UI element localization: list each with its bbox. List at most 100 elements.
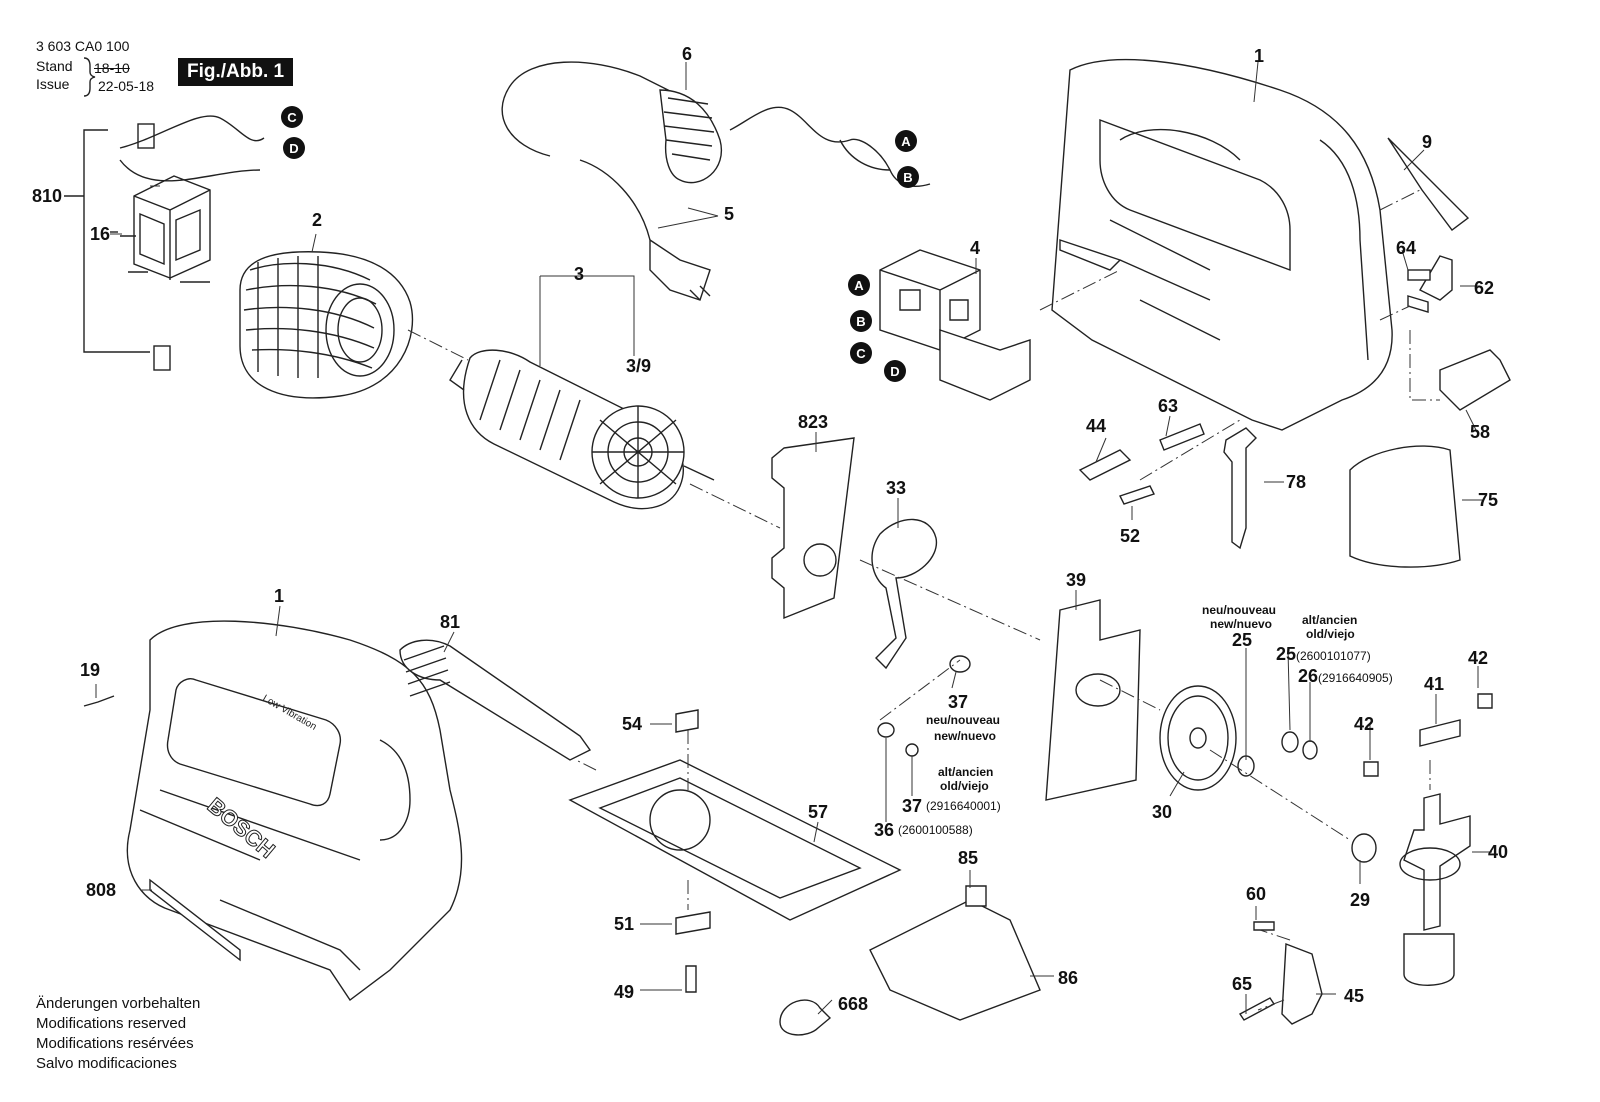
callout-62: 62 xyxy=(1474,278,1494,298)
footer-notes: Änderungen vorbehalten Modifications res… xyxy=(36,994,200,1074)
callout-36: 36 xyxy=(874,820,894,840)
callout-57: 57 xyxy=(808,802,828,822)
lever-part xyxy=(1407,255,1453,313)
cover-part xyxy=(1387,137,1470,231)
callout-3: 3 xyxy=(574,264,584,284)
part-callouts: 810 16 2 3 3/9 6 5 4 1 9 64 62 58 75 44 … xyxy=(32,44,1508,1014)
connector-d-switch: D xyxy=(884,360,906,382)
callout-41: 41 xyxy=(1424,674,1444,694)
assembly-axis-lines xyxy=(407,189,1440,1011)
svg-text:new/nuevo: new/nuevo xyxy=(1210,617,1272,631)
plunger xyxy=(399,639,592,761)
svg-text:old/viejo: old/viejo xyxy=(940,779,989,793)
callout-19: 19 xyxy=(80,660,100,680)
callout-58: 58 xyxy=(1470,422,1490,442)
callout-78: 78 xyxy=(1286,472,1306,492)
knob-part xyxy=(779,999,832,1036)
connector-labels: C D A B A B C D xyxy=(281,106,919,382)
callout-54: 54 xyxy=(622,714,642,734)
svg-text:D: D xyxy=(890,364,899,379)
callout-9: 9 xyxy=(1422,132,1432,152)
note-en: Modifications reserved xyxy=(36,1015,187,1032)
header-brace xyxy=(83,57,96,97)
power-cord xyxy=(501,61,931,301)
svg-text:neu/nouveau: neu/nouveau xyxy=(1202,603,1276,617)
svg-text:alt/ancien: alt/ancien xyxy=(1302,613,1357,627)
callout-26: 26 xyxy=(1298,666,1318,686)
stand-label: Stand xyxy=(36,58,73,74)
armature xyxy=(449,349,715,510)
callout-45: 45 xyxy=(1344,986,1364,1006)
figure-label: Fig./Abb. 1 xyxy=(178,58,294,86)
callout-1-bottom: 1 xyxy=(274,586,284,606)
svg-text:D: D xyxy=(289,141,298,156)
connector-d-top: D xyxy=(283,137,305,159)
callout-668: 668 xyxy=(838,994,868,1014)
callout-60: 60 xyxy=(1246,884,1266,904)
svg-text:(2916640001): (2916640001) xyxy=(926,799,1001,813)
screw-part xyxy=(685,965,697,993)
screw xyxy=(83,695,115,707)
part-number: 3 603 CA0 100 xyxy=(36,38,130,54)
connector-a-switch: A xyxy=(848,274,870,296)
base-plate xyxy=(568,759,902,921)
bracket-810 xyxy=(83,129,150,353)
connector-b-switch: B xyxy=(850,310,872,332)
svg-text:(2916640905): (2916640905) xyxy=(1318,671,1393,685)
callout-1-top: 1 xyxy=(1254,46,1264,66)
svg-text:B: B xyxy=(856,314,865,329)
callout-81: 81 xyxy=(440,612,460,632)
gear xyxy=(1159,685,1237,791)
washer-part xyxy=(675,709,699,733)
callout-65: 65 xyxy=(1232,974,1252,994)
clip-part xyxy=(1439,349,1511,411)
callout-810: 810 xyxy=(32,186,62,206)
svg-text:neu/nouveau: neu/nouveau xyxy=(926,713,1000,727)
svg-text:alt/ancien: alt/ancien xyxy=(938,765,993,779)
callout-37-old: 37 xyxy=(902,796,922,816)
callout-42-left: 42 xyxy=(1354,714,1374,734)
spring xyxy=(871,518,938,670)
strip xyxy=(149,878,241,962)
callout-2: 2 xyxy=(312,210,322,230)
callout-85: 85 xyxy=(958,848,978,868)
callout-4: 4 xyxy=(970,238,980,258)
variant-notes: neu/nouveau new/nuevo alt/ancien old/vie… xyxy=(898,603,1393,837)
guide-shoe xyxy=(869,899,1041,1021)
issue-date: 22-05-18 xyxy=(98,78,155,94)
callout-25-new: 25 xyxy=(1232,630,1252,650)
svg-text:A: A xyxy=(854,278,864,293)
small-parts-upper xyxy=(1078,423,1257,550)
connector-c-switch: C xyxy=(850,342,872,364)
callout-30: 30 xyxy=(1152,802,1172,822)
callout-16: 16 xyxy=(90,224,110,244)
stand-date: 18-10 xyxy=(94,60,130,76)
brush-holder xyxy=(110,115,265,371)
callout-42-right: 42 xyxy=(1468,648,1488,668)
callout-86: 86 xyxy=(1058,968,1078,988)
svg-text:C: C xyxy=(856,346,866,361)
svg-text:(2600101077): (2600101077) xyxy=(1296,649,1371,663)
lower-right-parts xyxy=(1238,921,1323,1025)
callout-808: 808 xyxy=(86,880,116,900)
callout-6: 6 xyxy=(682,44,692,64)
callout-3-9: 3/9 xyxy=(626,356,651,376)
callout-29: 29 xyxy=(1350,890,1370,910)
svg-text:A: A xyxy=(901,134,911,149)
stator xyxy=(239,251,414,399)
cap-part xyxy=(1349,445,1461,568)
svg-text:(2600100588): (2600100588) xyxy=(898,823,973,837)
callout-52: 52 xyxy=(1120,526,1140,546)
guide-plate xyxy=(1045,599,1141,801)
connector-b-cord: B xyxy=(897,166,919,188)
leader-lines xyxy=(95,61,1492,1015)
svg-text:new/nuevo: new/nuevo xyxy=(934,729,996,743)
callout-823: 823 xyxy=(798,412,828,432)
callout-5: 5 xyxy=(724,204,734,224)
svg-text:B: B xyxy=(903,170,912,185)
callout-37-new: 37 xyxy=(948,692,968,712)
callout-39: 39 xyxy=(1066,570,1086,590)
callout-25-old: 25 xyxy=(1276,644,1296,664)
connector-a-cord: A xyxy=(895,130,917,152)
